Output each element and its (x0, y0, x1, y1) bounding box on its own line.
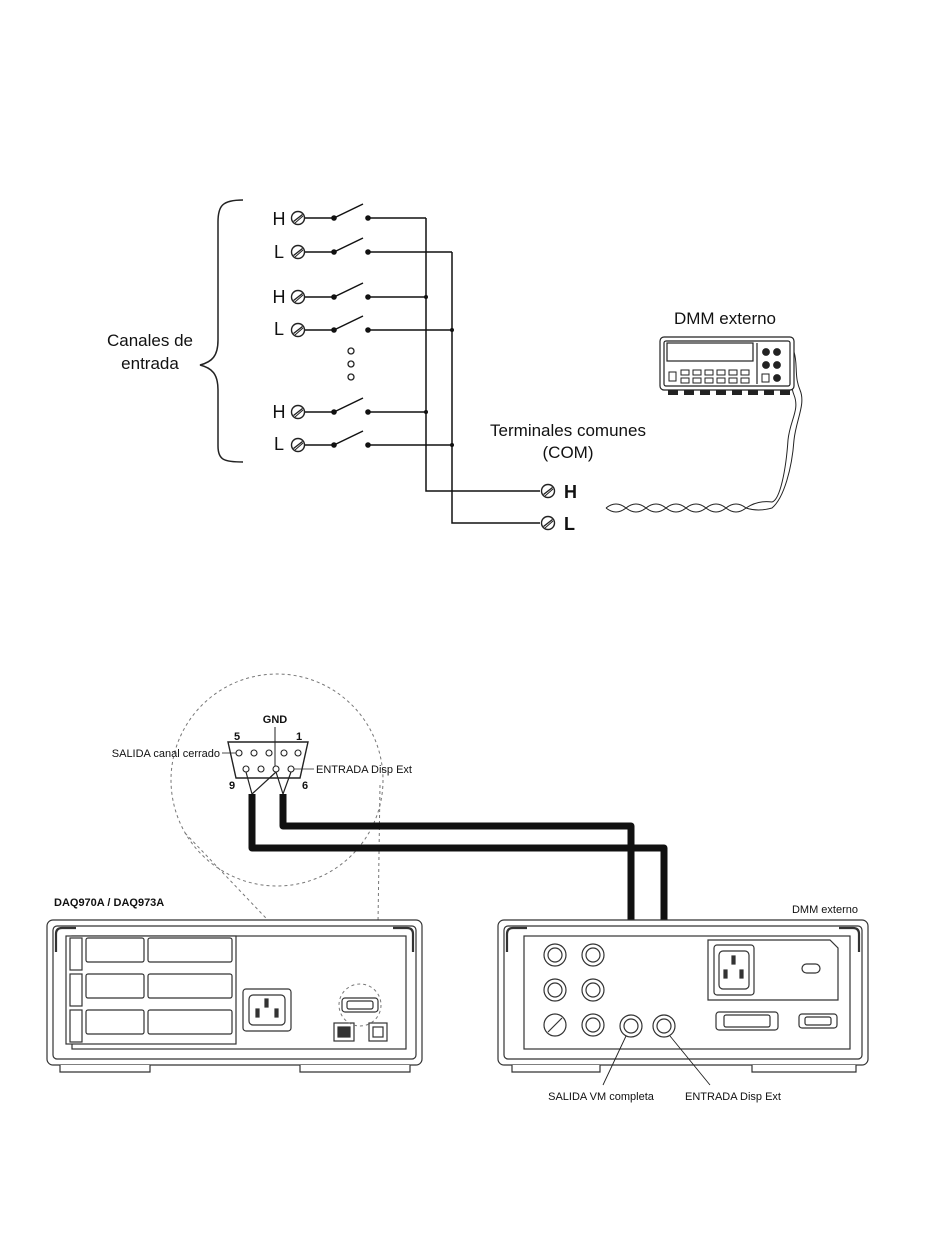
common-terminals-label-1: Terminales comunes (490, 421, 646, 440)
row-label-h3: H (273, 402, 286, 422)
pin-1-label: 1 (296, 731, 302, 743)
salida-vm-completa-label: SALIDA VM completa (548, 1091, 655, 1103)
salida-canal-cerrado-label: SALIDA canal cerrado (112, 748, 220, 760)
row-label-l3: L (274, 434, 284, 454)
com-h-label: H (564, 482, 577, 502)
pin-gnd-label: GND (263, 714, 288, 726)
dmm-rear-panel (498, 920, 868, 1072)
dmm-rear-label: DMM externo (792, 904, 858, 916)
input-channels-label-2: entrada (121, 354, 179, 373)
entrada-disp-ext-connector-label: ENTRADA Disp Ext (316, 764, 412, 776)
common-terminals-label-2: (COM) (543, 443, 594, 462)
daq-instrument-label: DAQ970A / DAQ973A (54, 897, 164, 909)
continuation-dots (348, 348, 354, 380)
pin-5-label: 5 (234, 731, 240, 743)
pin-9-label: 9 (229, 780, 235, 792)
trigger-connection-diagram: GND 5 1 9 6 SALIDA canal cerrado ENTRADA… (47, 674, 868, 1103)
row-label-h2: H (273, 287, 286, 307)
channels-brace (200, 200, 243, 462)
row-label-l1: L (274, 242, 284, 262)
row-label-h1: H (273, 209, 286, 229)
com-l-label: L (564, 514, 575, 534)
input-channels-label-1: Canales de (107, 331, 193, 350)
row-label-l2: L (274, 319, 284, 339)
external-dmm-front (660, 337, 794, 395)
daq-rear-panel (47, 920, 422, 1072)
pin-6-label: 6 (302, 780, 308, 792)
input-channels-diagram: Canales de entrada H L H L H L (107, 200, 802, 534)
connector-magnifier (171, 674, 383, 886)
dmm-title-top: DMM externo (674, 309, 776, 328)
entrada-disp-ext-bnc-label: ENTRADA Disp Ext (685, 1091, 781, 1103)
